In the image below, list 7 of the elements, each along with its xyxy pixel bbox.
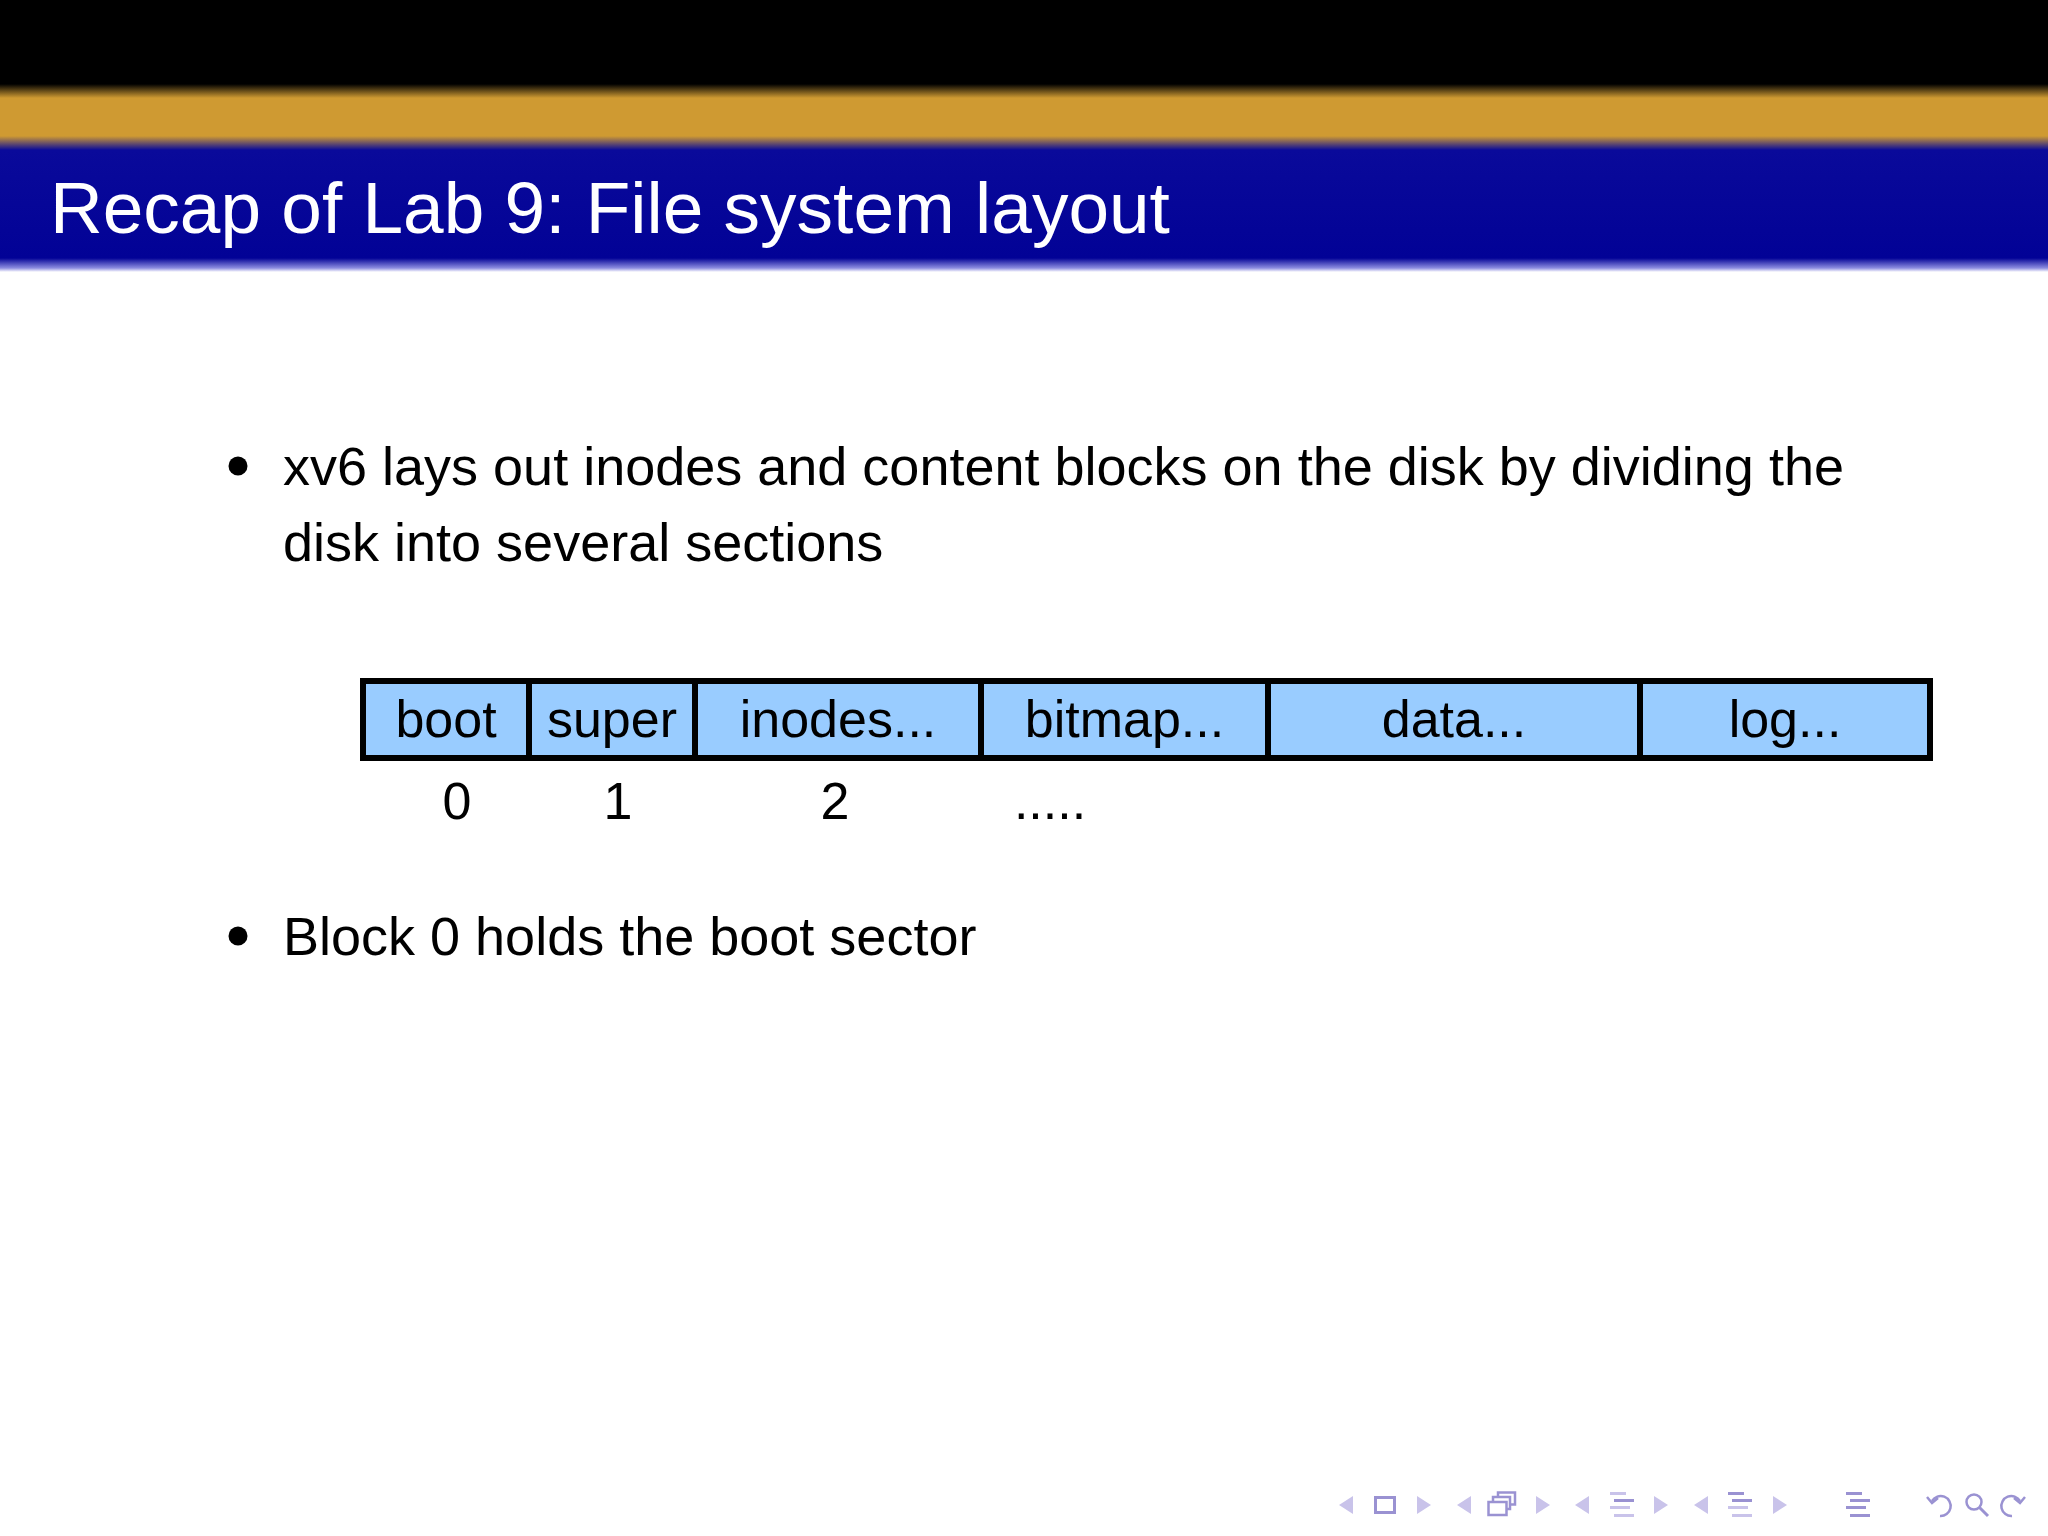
continuation-dots: ..... bbox=[1013, 771, 1087, 831]
block-number: 1 bbox=[603, 771, 633, 831]
block-number: 2 bbox=[820, 771, 850, 831]
bullet-text: Block 0 holds the boot sector bbox=[283, 905, 978, 968]
block-number: 0 bbox=[442, 771, 472, 831]
bullet-text: xv6 lays out inodes and content blocks on the disk by dividing the disk into several sections bbox=[283, 435, 1845, 574]
slide-title: Recap of Lab 9: File system layout bbox=[50, 166, 1170, 250]
